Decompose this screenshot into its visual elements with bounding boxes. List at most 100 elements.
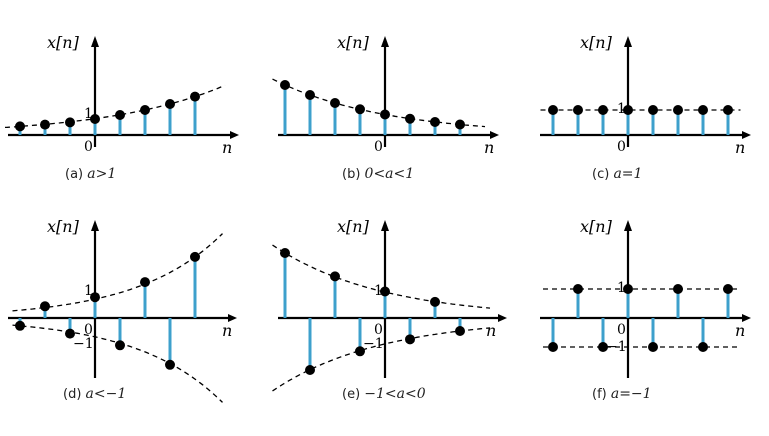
x-axis-label: n — [222, 321, 232, 340]
stem-dot-1-0 — [15, 121, 25, 132]
y-axis-arrow — [91, 36, 99, 47]
y-axis-arrow — [91, 220, 99, 231]
stem-dot-5-0 — [280, 248, 290, 258]
chart-panel-4: x[n]n01−1(d) a<−1 — [8, 217, 237, 403]
caption-tag: (b) — [342, 167, 365, 182]
stem-dot-5-1 — [305, 365, 315, 375]
stem-dot-4-4 — [115, 340, 125, 351]
caption-tag: (f) — [592, 387, 611, 402]
stem-dot-3-7 — [723, 105, 733, 115]
stem-dot-1-6 — [165, 99, 175, 109]
stem-dot-1-3 — [90, 114, 100, 124]
x-axis-label: n — [484, 138, 494, 157]
envelope-upper — [4, 84, 226, 129]
x-axis-label: n — [735, 321, 745, 340]
x-axis-arrow — [742, 131, 751, 139]
stem-dot-6-7 — [723, 284, 733, 294]
caption-condition: a=1 — [613, 166, 642, 182]
y-axis-label: x[n] — [47, 217, 80, 236]
tick-label-one: 1 — [374, 283, 383, 299]
stem-dot-2-5 — [405, 113, 415, 124]
caption-tag: (d) — [63, 387, 86, 402]
stem-dot-5-6 — [430, 296, 440, 307]
chart-panel-5: x[n] n 0 1 −1 (e) −1<a<0 — [272, 217, 507, 402]
x-axis-label: n — [735, 138, 745, 157]
y-axis-label: x[n] — [580, 217, 613, 236]
stem-dot-1-7 — [190, 91, 200, 102]
stem-dot-4-0 — [15, 320, 25, 331]
caption: (e) −1<a<0 — [342, 386, 426, 402]
stem-dot-5-2 — [330, 271, 340, 282]
origin-label: 0 — [374, 322, 383, 338]
tick-label-one: 1 — [84, 106, 93, 122]
stem-dot-1-5 — [140, 105, 150, 115]
stem-dot-2-1 — [305, 90, 315, 100]
caption-condition: a>1 — [87, 166, 116, 182]
stem-dot-3-5 — [673, 105, 683, 115]
x-axis-label: n — [222, 138, 232, 157]
stem-dot-5-7 — [455, 326, 465, 336]
x-axis-label: n — [486, 321, 496, 340]
caption-tag: (e) — [342, 387, 364, 402]
stem-dot-2-3 — [355, 104, 365, 115]
stem-dot-6-6 — [698, 342, 708, 352]
stem-dot-4-1 — [40, 301, 50, 312]
stem-dot-1-1 — [40, 119, 50, 130]
chart-panel-2: x[n] n 0 (b) 0<a<1 — [272, 33, 499, 182]
tick-label-neg-one: −1 — [606, 339, 627, 355]
stem-dot-3-2 — [598, 105, 608, 115]
stem-dot-2-7 — [455, 119, 465, 130]
stem-dot-6-1 — [573, 284, 583, 294]
stem-dot-6-4 — [648, 342, 658, 352]
caption: (b) 0<a<1 — [342, 166, 414, 182]
envelope-upper — [12, 233, 223, 312]
caption-condition: a<−1 — [86, 386, 127, 402]
chart-panel-6: x[n]n01−1(f) a=−1 — [540, 217, 751, 402]
tick-label-one: 1 — [617, 280, 626, 296]
caption-condition: a=−1 — [611, 386, 652, 402]
stem-dot-3-1 — [573, 105, 583, 115]
origin-label: 0 — [84, 322, 93, 338]
caption-condition: 0<a<1 — [365, 166, 415, 182]
tick-label-one: 1 — [617, 101, 626, 117]
stem-dot-4-5 — [140, 277, 150, 288]
caption-condition: −1<a<0 — [364, 386, 425, 402]
x-axis-arrow — [490, 131, 499, 139]
stem-dot-6-0 — [548, 342, 558, 352]
caption-tag: (c) — [592, 167, 613, 182]
stem-dot-2-2 — [330, 98, 340, 108]
caption: (c) a=1 — [592, 166, 642, 182]
stem-dot-6-2 — [598, 342, 608, 352]
y-axis-arrow — [381, 220, 389, 231]
stem-dot-2-4 — [380, 109, 390, 120]
tick-label-neg-one: −1 — [363, 336, 384, 352]
stem-dot-3-3 — [623, 105, 633, 115]
stem-dot-5-3 — [355, 346, 365, 357]
y-axis-label: x[n] — [47, 33, 80, 52]
stem-dot-4-6 — [165, 359, 175, 370]
caption: (f) a=−1 — [592, 386, 652, 402]
y-axis-label: x[n] — [337, 33, 370, 52]
y-axis-label: x[n] — [337, 217, 370, 236]
stem-dot-5-5 — [405, 334, 415, 345]
chart-panel-1: x[n]n01(a) a>1 — [4, 33, 239, 182]
stem-dot-3-4 — [648, 105, 658, 115]
chart-panel-3: x[n] n 0 1 (c) a=1 — [540, 33, 751, 182]
caption: (a) a>1 — [65, 166, 116, 182]
x-axis-arrow — [498, 314, 507, 322]
origin-label: 0 — [374, 139, 383, 155]
y-axis-arrow — [381, 36, 389, 47]
origin-label: 0 — [617, 139, 626, 155]
stem-dot-4-3 — [90, 292, 100, 303]
stem-dot-1-2 — [65, 117, 75, 128]
y-axis-label: x[n] — [580, 33, 613, 52]
stem-dot-2-0 — [280, 80, 290, 90]
tick-label-neg-one: −1 — [73, 336, 94, 352]
envelope-upper — [272, 78, 486, 128]
stem-dot-3-6 — [698, 105, 708, 115]
stem-dot-4-7 — [190, 251, 200, 262]
y-axis-arrow — [624, 36, 632, 47]
stem-dot-3-0 — [548, 105, 558, 115]
caption-tag: (a) — [65, 167, 87, 182]
